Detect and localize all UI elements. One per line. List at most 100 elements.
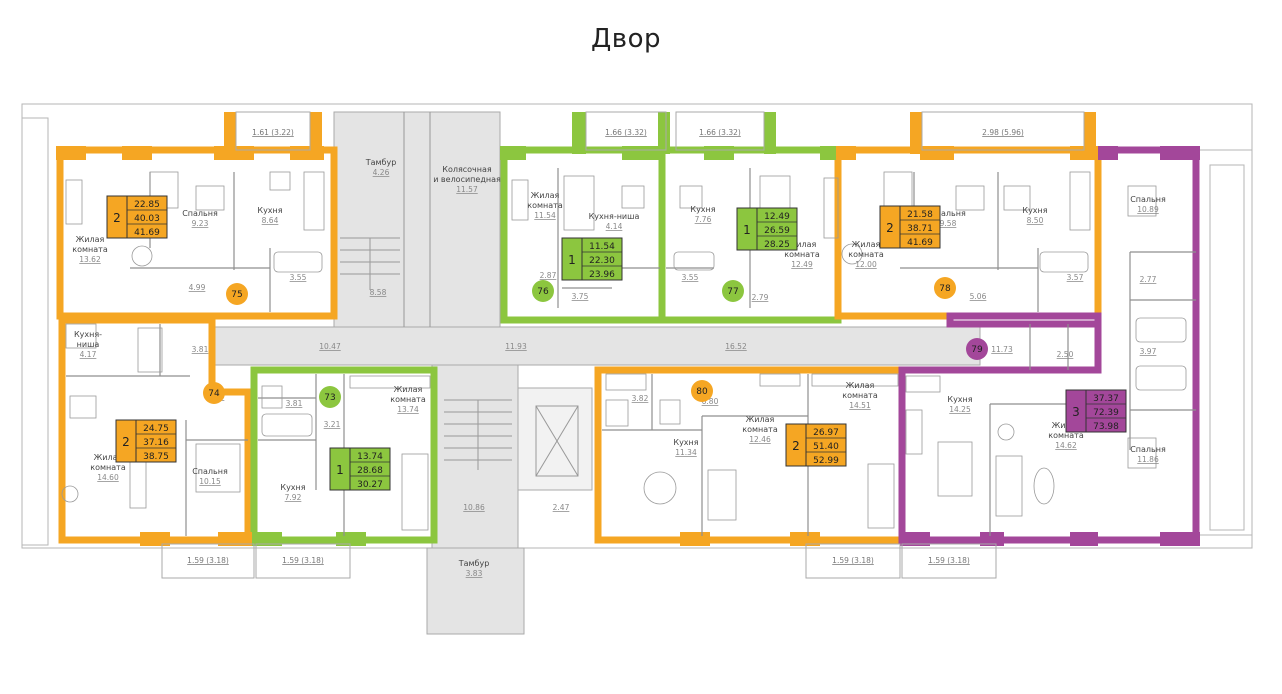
apartment-area: 30.27	[357, 480, 383, 490]
room-label: комната	[90, 463, 126, 472]
building-outline	[21, 103, 1253, 549]
south-vestibule	[426, 547, 525, 635]
room-area: 2.77	[1140, 275, 1157, 284]
room-label: Кухня	[257, 206, 282, 215]
room-area: 10.47	[319, 342, 341, 351]
room-count: 2	[792, 439, 800, 453]
room-label: Жилая	[846, 381, 875, 390]
room-label: Жилая	[746, 415, 775, 424]
room-area: 3.21	[324, 420, 341, 429]
apartment-area: 72.39	[1093, 408, 1119, 418]
apartment-tag-box	[879, 205, 941, 249]
apartment-tag-box	[1065, 389, 1127, 433]
room-label: ниша	[77, 340, 100, 349]
room-label: Спальня	[1130, 195, 1166, 204]
room-area: 10.86	[463, 503, 485, 512]
partitions	[66, 168, 1196, 536]
room-count: 2	[122, 435, 130, 449]
room-area: 7.92	[285, 493, 302, 502]
room: 2.87	[540, 271, 557, 280]
room-area: 11.34	[675, 448, 697, 457]
apartment-number-badge	[966, 338, 988, 360]
room-label: Жилая	[76, 235, 105, 244]
room: 2.79	[752, 293, 769, 302]
room-area: 13.74	[397, 405, 419, 414]
room-label: комната	[784, 250, 820, 259]
room-label: Колясочная	[442, 165, 492, 174]
balcony-labels: 1.61 (3.22)1.66 (3.32)1.66 (3.32)2.98 (5…	[187, 128, 1024, 565]
room-area: 3.81	[192, 345, 209, 354]
apartment-number-label: 77	[727, 287, 738, 297]
apartment-area: 38.75	[143, 452, 169, 462]
balcony-area: 1.59 (3.18)	[187, 556, 229, 565]
apartment-area: 41.69	[134, 228, 160, 238]
apartment-area: 41.69	[907, 238, 933, 248]
room-label: Спальня	[930, 209, 966, 218]
room-area: 2.50	[1057, 350, 1074, 359]
apartment-number[interactable]: 76	[532, 280, 554, 302]
room-label: комната	[390, 395, 426, 404]
apartment-number[interactable]: 79	[966, 338, 988, 360]
stairs	[340, 237, 512, 470]
apartment-tag-box	[736, 207, 798, 251]
apartment-area: 12.49	[764, 212, 790, 222]
room-label: Кухня	[280, 483, 305, 492]
room: 2.47	[553, 503, 570, 512]
apartment-number[interactable]: 74	[203, 382, 225, 404]
room-area: 11.93	[505, 342, 527, 351]
room-area: 14.25	[949, 405, 971, 414]
apartment-number[interactable]: 78	[934, 277, 956, 299]
room-area: 11.73	[991, 345, 1013, 354]
room-area: 11.86	[1137, 455, 1159, 464]
room-area: 3.55	[682, 273, 699, 282]
apartment-area: 24.75	[143, 424, 169, 434]
room-label: Спальня	[192, 467, 228, 476]
apartment-number-label: 74	[208, 389, 220, 399]
room-count: 1	[743, 223, 751, 237]
room: 3.81	[192, 345, 209, 354]
stair-hall	[333, 111, 501, 328]
apartment-number[interactable]: 73	[319, 386, 341, 408]
room: 6.80	[702, 397, 719, 406]
room-count: 3	[1072, 405, 1080, 419]
room-label: Жилая	[94, 453, 123, 462]
room-label: Тамбур	[365, 158, 397, 167]
apt-78-wall	[834, 146, 1102, 320]
room: 10.47	[319, 342, 341, 351]
room: 2.50	[1057, 350, 1074, 359]
room-label: Кухня	[947, 395, 972, 404]
balcony-area: 1.66 (3.32)	[699, 128, 741, 137]
apartment-number-badge	[722, 280, 744, 302]
room-area: 10.15	[199, 477, 221, 486]
apartment-number[interactable]: 80	[691, 380, 713, 402]
apartment-number[interactable]: 75	[226, 283, 248, 305]
room-label: комната	[848, 250, 884, 259]
room: 3.82	[632, 394, 649, 403]
room: 11.93	[505, 342, 527, 351]
apartment-area: 28.25	[764, 240, 790, 250]
apartment-number[interactable]: 77	[722, 280, 744, 302]
room-area: 4.99	[189, 283, 206, 292]
apartment-number-badge	[226, 283, 248, 305]
common-details	[340, 112, 579, 477]
room-area: 4.14	[606, 222, 623, 231]
